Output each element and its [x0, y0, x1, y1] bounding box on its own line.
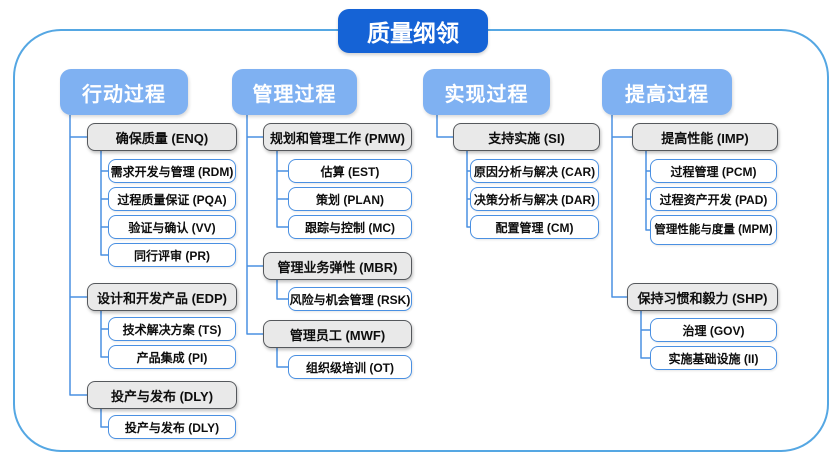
leaf-node-rdm: 需求开发与管理 (RDM) [108, 159, 236, 183]
leaf-node-dar: 决策分析与解决 (DAR) [470, 187, 599, 211]
leaf-node-pr: 同行评审 (PR) [108, 243, 236, 267]
leaf-node-pcm: 过程管理 (PCM) [650, 159, 777, 183]
group-node-enq: 确保质量 (ENQ) [87, 123, 237, 151]
leaf-node-vv: 验证与确认 (VV) [108, 215, 236, 239]
leaf-node-ot: 组织级培训 (OT) [288, 355, 412, 379]
leaf-node-pi: 产品集成 (PI) [108, 345, 236, 369]
column-header-realization: 实现过程 [423, 69, 550, 115]
leaf-node-pqa: 过程质量保证 (PQA) [108, 187, 236, 211]
group-node-imp: 提高性能 (IMP) [632, 123, 778, 151]
leaf-node-dly: 投产与发布 (DLY) [108, 415, 236, 439]
root-node: 质量纲领 [338, 9, 488, 53]
group-node-edp: 设计和开发产品 (EDP) [87, 283, 237, 311]
leaf-node-est: 估算 (EST) [288, 159, 412, 183]
connectors-col3 [436, 115, 470, 228]
leaf-node-rsk: 风险与机会管理 (RSK) [288, 287, 412, 311]
connectors-col1 [69, 115, 108, 428]
leaf-node-mc: 跟踪与控制 (MC) [288, 215, 412, 239]
group-node-pmw: 规划和管理工作 (PMW) [263, 123, 412, 151]
column-header-improvement: 提高过程 [602, 69, 732, 115]
group-node-si: 支持实施 (SI) [453, 123, 600, 151]
connectors-col2 [246, 115, 288, 368]
group-node-mwf: 管理员工 (MWF) [263, 320, 412, 348]
leaf-node-plan: 策划 (PLAN) [288, 187, 412, 211]
leaf-node-cm: 配置管理 (CM) [470, 215, 599, 239]
leaf-node-ts: 技术解决方案 (TS) [108, 317, 236, 341]
column-header-management: 管理过程 [232, 69, 357, 115]
leaf-node-car: 原因分析与解决 (CAR) [470, 159, 599, 183]
group-node-mbr: 管理业务弹性 (MBR) [263, 252, 412, 280]
leaf-node-ii: 实施基础设施 (II) [650, 346, 777, 370]
group-node-shp: 保持习惯和毅力 (SHP) [627, 283, 778, 311]
leaf-node-pad: 过程资产开发 (PAD) [650, 187, 777, 211]
leaf-node-gov: 治理 (GOV) [650, 318, 777, 342]
column-header-action: 行动过程 [60, 69, 188, 115]
group-node-dly: 投产与发布 (DLY) [87, 381, 237, 409]
connectors-col4 [611, 115, 650, 359]
leaf-node-mpm: 管理性能与度量 (MPM) [650, 215, 777, 245]
